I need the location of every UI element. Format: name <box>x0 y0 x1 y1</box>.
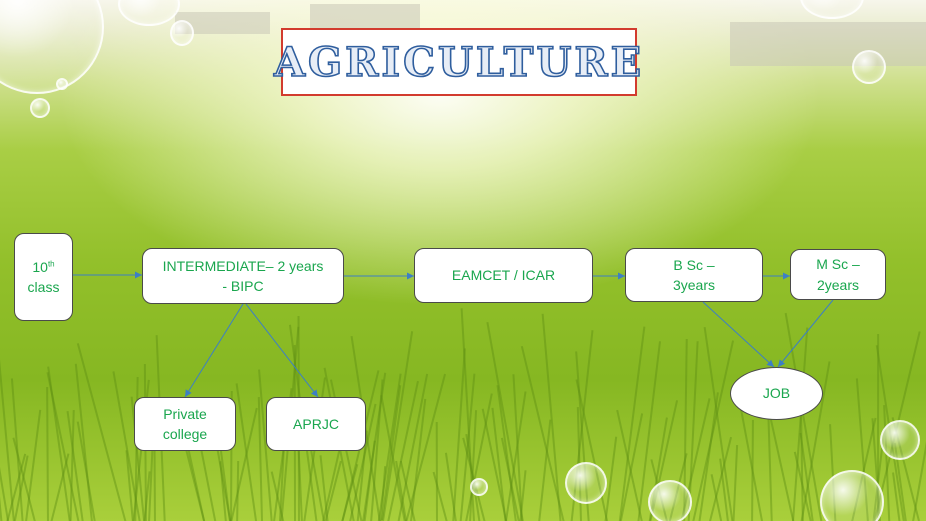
water-droplet <box>880 420 920 460</box>
node-aprjc: APRJC <box>266 397 366 451</box>
node-intermediate: INTERMEDIATE– 2 years - BIPC <box>142 248 344 304</box>
node-10th-class: 10th class <box>14 233 73 321</box>
node-eamcet-icar: EAMCET / ICAR <box>414 248 593 303</box>
water-droplet <box>30 98 50 118</box>
page-title: AGRICULTURE <box>273 38 645 87</box>
distant-barn <box>730 22 926 66</box>
arrow-msc-to-job <box>777 299 834 368</box>
distant-building <box>310 4 420 30</box>
node-job: JOB <box>730 367 823 420</box>
node-msc: M Sc – 2years <box>790 249 886 300</box>
water-droplet <box>565 462 607 504</box>
node-10th-line2: class <box>27 279 60 295</box>
node-bsc: B Sc – 3years <box>625 248 763 302</box>
water-droplet <box>170 20 194 46</box>
arrow-intermediate-to-aprjc <box>245 303 319 398</box>
title-banner: AGRICULTURE <box>273 28 642 96</box>
water-droplet <box>820 470 884 521</box>
water-droplet <box>852 50 886 84</box>
water-droplet <box>56 78 68 90</box>
arrow-intermediate-to-private-college <box>184 303 244 398</box>
distant-building <box>175 12 270 34</box>
arrow-bsc-to-job <box>702 301 775 368</box>
node-10th-line1: 10th <box>32 258 55 275</box>
water-droplet <box>470 478 488 496</box>
node-private-college: Private college <box>134 397 236 451</box>
water-droplet <box>648 480 692 521</box>
